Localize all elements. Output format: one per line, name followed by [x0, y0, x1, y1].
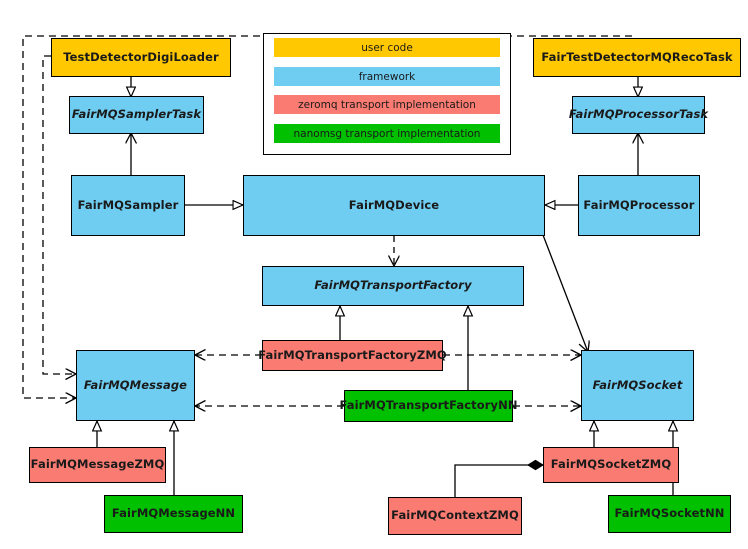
class-node-fair-mq-sampler-task[interactable]: FairMQSamplerTask: [69, 96, 204, 134]
legend-item-framework: framework: [274, 67, 500, 86]
class-node-test-detector-digi-loader[interactable]: TestDetectorDigiLoader: [51, 38, 231, 77]
class-node-fair-mq-context-zmq[interactable]: FairMQContextZMQ: [388, 497, 522, 535]
class-node-fair-mq-message-zmq[interactable]: FairMQMessageZMQ: [29, 447, 166, 483]
class-node-fair-test-detector-mq-reco-task[interactable]: FairTestDetectorMQRecoTask: [533, 38, 741, 77]
class-node-fair-mq-processor[interactable]: FairMQProcessor: [578, 175, 700, 236]
class-node-fair-mq-transport-factory-zmq[interactable]: FairMQTransportFactoryZMQ: [258, 340, 447, 371]
class-node-fair-mq-device[interactable]: FairMQDevice: [243, 175, 545, 236]
class-node-fair-mq-transport-factory-nn[interactable]: FairMQTransportFactoryNN: [339, 390, 517, 422]
class-node-fair-mq-transport-factory[interactable]: FairMQTransportFactory: [262, 266, 524, 306]
class-node-fair-mq-message-nn[interactable]: FairMQMessageNN: [104, 495, 243, 533]
legend-item-nanomsg: nanomsg transport implementation: [274, 124, 500, 143]
class-node-fair-mq-sampler[interactable]: FairMQSampler: [71, 175, 185, 236]
class-node-fair-mq-socket-nn[interactable]: FairMQSocketNN: [608, 495, 731, 533]
class-node-fair-mq-socket[interactable]: FairMQSocket: [581, 350, 694, 421]
legend-item-user-code: user code: [274, 38, 500, 57]
class-node-fair-mq-socket-zmq[interactable]: FairMQSocketZMQ: [543, 447, 679, 483]
class-node-fair-mq-processor-task[interactable]: FairMQProcessorTask: [569, 96, 708, 134]
class-node-fair-mq-message[interactable]: FairMQMessage: [76, 350, 195, 421]
legend-item-zeromq: zeromq transport implementation: [274, 95, 500, 114]
